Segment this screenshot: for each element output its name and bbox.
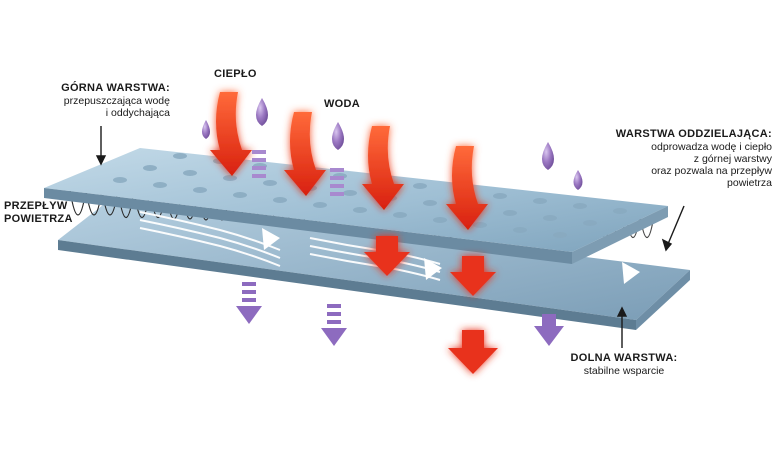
airflow-arrowheads <box>262 228 640 284</box>
airflow-label: PRZEPŁYW POWIETRZA <box>4 200 73 225</box>
top-layer-desc-2: i oddychająca <box>105 106 170 119</box>
airflow-label-1: PRZEPŁYW <box>4 200 68 212</box>
water-drop-3 <box>332 122 344 150</box>
heat-arrow-3 <box>362 126 404 210</box>
water-label-text: WODA <box>324 98 361 110</box>
heat-arrow-1 <box>210 92 252 176</box>
water-drop-5 <box>573 170 583 190</box>
separating-layer-desc-3: oraz pozwala na przepływ <box>651 164 772 177</box>
bottom-layer-label: DOLNA WARSTWA: stabilne wsparcie <box>560 352 688 377</box>
separating-layer-title: WARSTWA ODDZIELAJĄCA: <box>615 128 772 140</box>
heat-arrow-2 <box>284 112 326 196</box>
separating-layer-desc-2: z górnej warstwy <box>693 152 772 165</box>
water-arrows <box>236 150 564 346</box>
airflow-label-2: POWIETRZA <box>4 212 73 225</box>
top-layer <box>44 148 668 264</box>
label-pointers <box>95 126 685 348</box>
heat-arrows-top <box>210 92 488 230</box>
heat-label-text: CIEPŁO <box>214 68 257 80</box>
separating-layer-label: WARSTWA ODDZIELAJĄCA: odprowadza wodę i … <box>590 128 772 189</box>
top-layer-label: GÓRNA WARSTWA: przepuszczająca wodę i od… <box>8 82 170 119</box>
heat-arrow-exit <box>448 330 498 374</box>
separating-layer-desc-4: powietrza <box>727 176 772 189</box>
heat-arrow-4 <box>446 146 488 230</box>
water-drop-4 <box>542 142 554 170</box>
water-drops <box>202 98 583 190</box>
separating-layer-desc-1: odprowadza wodę i ciepło <box>651 140 772 153</box>
water-drop-2 <box>202 120 210 139</box>
heat-label: CIEPŁO <box>214 68 257 81</box>
bottom-layer-desc: stabilne wsparcie <box>583 364 665 377</box>
water-drop-1 <box>256 98 268 126</box>
water-label: WODA <box>324 98 360 111</box>
bottom-layer-title: DOLNA WARSTWA: <box>570 352 678 364</box>
heat-arrows-bottom <box>364 236 498 374</box>
top-layer-desc-1: przepuszczająca wodę <box>63 94 170 107</box>
top-layer-title: GÓRNA WARSTWA: <box>61 82 170 94</box>
